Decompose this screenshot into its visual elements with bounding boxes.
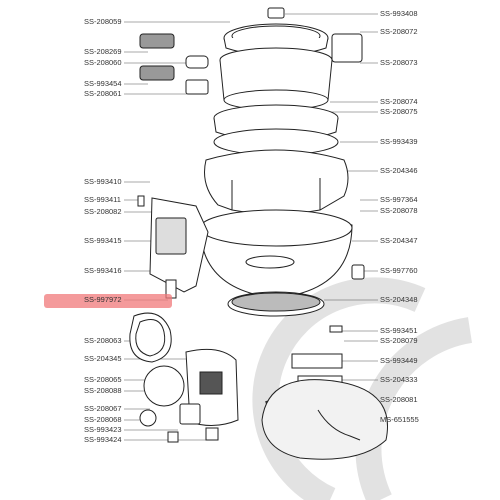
parts-drawing — [129, 7, 388, 460]
part-label-left: SS-208065 — [84, 375, 122, 384]
part-label-left: SS-208082 — [84, 207, 122, 216]
part-label-right: SS-997364 — [380, 195, 418, 204]
part-label-right: SS-997760 — [380, 266, 418, 275]
part-label-left: SS-993411 — [84, 195, 121, 204]
part-label-left: SS-993423 — [84, 425, 122, 434]
part-label-right: SS-208072 — [380, 27, 418, 36]
part-label-left: SS-208088 — [84, 386, 122, 395]
part-label-right: SS-208073 — [380, 58, 418, 67]
part-label-left: SS-208068 — [84, 415, 122, 424]
highlighted-part-marker — [44, 294, 172, 308]
part-label-left: SS-208059 — [84, 17, 122, 26]
part-label-left: SS-993410 — [84, 177, 122, 186]
brand-circle-watermark-icon — [252, 277, 473, 500]
part-label-left: SS-993415 — [84, 236, 122, 245]
part-label-right: SS-208074 — [380, 97, 418, 106]
part-label-left: SS-208067 — [84, 404, 122, 413]
part-label-left: SS-208061 — [84, 89, 122, 98]
part-label-right: SS-993408 — [380, 9, 418, 18]
part-label-left: SS-993416 — [84, 266, 122, 275]
part-label-right: SS-993449 — [380, 356, 418, 365]
part-label-left: SS-204345 — [84, 354, 122, 363]
part-label-left: SS-208060 — [84, 58, 122, 67]
part-label-right: SS-204333 — [380, 375, 418, 384]
part-label-left: SS-997972 — [84, 295, 122, 304]
part-label-left: SS-208269 — [84, 47, 122, 56]
part-label-right: SS-204347 — [380, 236, 418, 245]
part-label-right: SS-993451 — [380, 326, 418, 335]
part-label-right: SS-208078 — [380, 206, 418, 215]
part-label-right: SS-993439 — [380, 137, 418, 146]
part-label-right: SS-208075 — [380, 107, 418, 116]
part-label-right: SS-208079 — [380, 336, 418, 345]
part-label-right: MS-651555 — [380, 415, 419, 424]
part-label-right: SS-208081 — [380, 395, 418, 404]
part-label-right: SS-204346 — [380, 166, 418, 175]
part-label-right: SS-204348 — [380, 295, 418, 304]
part-label-left: SS-208063 — [84, 336, 122, 345]
part-label-left: SS-993424 — [84, 435, 122, 444]
part-label-left: SS-993454 — [84, 79, 122, 88]
